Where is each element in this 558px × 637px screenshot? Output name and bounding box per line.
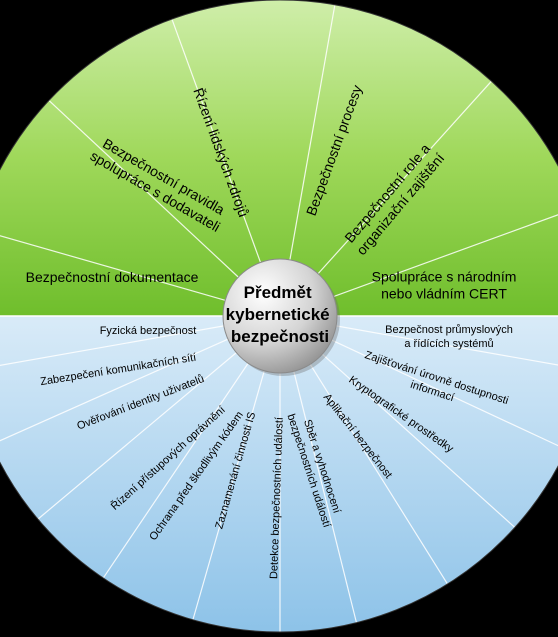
center-disc [222,258,338,374]
technical-measure-label: Fyzická bezpečnost [100,325,197,337]
segment-divider-line [0,325,224,372]
measure-label-line: Bezpečnostní dokumentace [26,269,199,285]
segment-divider-line [171,18,262,263]
segment-divider-line [293,371,358,623]
segment-divider-line [336,325,558,372]
segment-divider-line [331,339,558,451]
segment-divider-line [37,352,237,520]
segment-divider-line [48,100,239,278]
segment-divider-line [0,228,226,301]
segment-divider-line [0,338,229,446]
measure-label-line: Fyzická bezpečnost [100,325,197,337]
center-title: Předmět kybernetické bezpečnosti [226,283,335,346]
segment-divider-line [309,364,448,585]
organizational-measure-label: Bezpečnostní dokumentace [26,269,199,285]
technical-measure-label: Bezpečnost průmyslových a řídících systém… [385,324,513,350]
technical-measure-label: Detekce bezpečnostních událostí [268,417,286,579]
segment-divider-line [317,80,492,275]
center-title-line-3: bezpečnosti [231,327,329,346]
measure-label-line: Spolupráce s národním [372,268,517,284]
measure-label-line: a řídících systémů [404,338,493,350]
segment-divider-line [192,370,265,620]
center-title-line-1: Předmět [244,283,312,302]
segment-divider-line [102,362,249,579]
measure-label-line: Bezpečnost průmyslových [385,324,513,336]
segment-divider-line [289,4,336,260]
segment-dividers [0,4,558,632]
measure-label-line: nebo vládním CERT [381,285,507,301]
segment-divider-line [321,353,516,528]
measure-label-line: Detekce bezpečnostních událostí [268,417,286,579]
segment-divider-line [333,207,558,298]
center-title-line-2: kybernetické [226,305,330,324]
